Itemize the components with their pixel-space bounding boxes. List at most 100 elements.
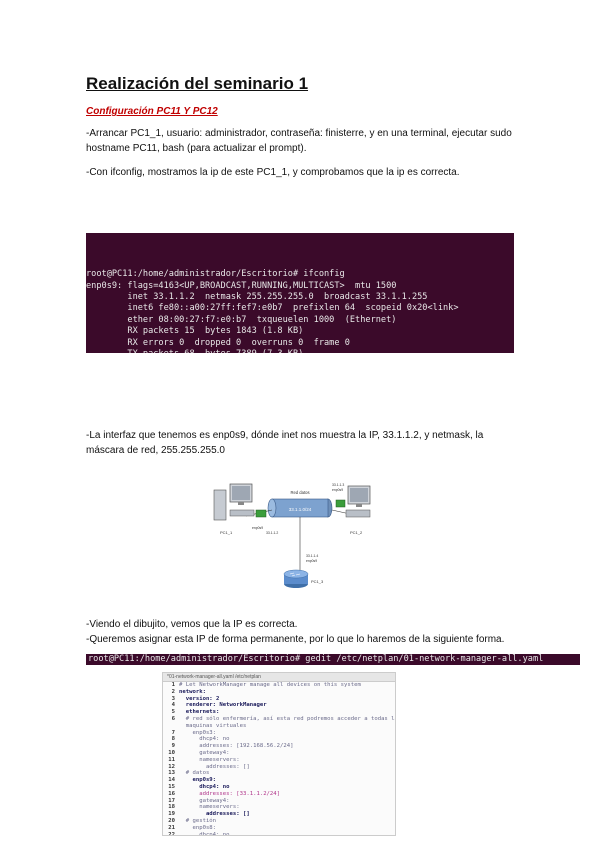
terminal-line: inet 33.1.1.2 netmask 255.255.255.0 broa… <box>86 292 428 303</box>
editor-line: 3 version: 2 <box>163 696 395 703</box>
editor-line: 14 enp0s9: <box>163 777 395 784</box>
terminal-output: root@PC11:/home/administrador/Escritorio… <box>86 269 514 353</box>
terminal-line: inet6 fe80::a00:27ff:fef7:e0b7 prefixlen… <box>86 303 459 314</box>
editor-line: 21 enp0s8: <box>163 825 395 832</box>
line-code: enp0s3: <box>179 729 217 736</box>
terminal-line: RX errors 0 dropped 0 overruns 0 frame 0 <box>86 337 350 348</box>
editor-line: 13 # datos <box>163 770 395 777</box>
line-number: 4 <box>171 702 175 709</box>
line-number: 1 <box>171 682 175 688</box>
editor-line: 19 addresses: [] <box>163 811 395 818</box>
line-number: 2 <box>171 688 175 695</box>
paragraph-interfaz: -La interfaz que tenemos es enp0s9, dónd… <box>86 430 484 456</box>
line-number: 3 <box>171 695 175 702</box>
line-code: addresses: [] <box>179 763 250 770</box>
line-code: addresses: [33.1.1.2/24] <box>179 790 281 797</box>
line-code: gateway4: <box>179 797 230 804</box>
line-code: # red sólo enfermería, así esta red podr… <box>179 715 396 722</box>
editor-line: maquinas virtuales <box>163 723 395 730</box>
line-number: 12 <box>168 763 175 770</box>
router-icon <box>283 569 309 588</box>
editor-line: 22 dhcp4: no <box>163 831 395 836</box>
line-number: 19 <box>168 811 175 818</box>
line-number: 6 <box>171 715 175 722</box>
line-number: 7 <box>171 729 175 736</box>
terminal-line: RX packets 15 bytes 1843 (1.8 KB) <box>86 326 304 337</box>
editor-line: 8 dhcp4: no <box>163 736 395 743</box>
terminal-line: ether 08:00:27:f7:e0:b7 txqueuelen 1000 … <box>86 314 397 325</box>
line-number: 21 <box>168 824 175 831</box>
pc3-ip-label: 33.1.1.4 <box>306 554 318 558</box>
line-number: 20 <box>168 817 175 824</box>
line-code: addresses: [192.168.56.2/24] <box>179 743 294 750</box>
network-address-label: 33.1.1.0/24 <box>289 507 312 512</box>
line-code: nameservers: <box>179 804 240 811</box>
editor-line: 1 # Let NetworkManager manage all devices… <box>163 682 395 689</box>
line-code: addresses: [] <box>179 811 250 818</box>
terminal-gedit-command: root@PC11:/home/administrador/Escritorio… <box>86 654 580 665</box>
editor-line: 7 enp0s3: <box>163 730 395 737</box>
network-diagram: 33.1.1.0/24 Red datos PC1_1 enp0s9 33.1.… <box>213 483 371 588</box>
editor-line: 17 gateway4: <box>163 798 395 805</box>
paragraph-asignar-ip: -Queremos asignar esta IP de forma perma… <box>86 634 505 645</box>
line-code: dhcp4: no <box>179 736 230 743</box>
editor-line: 16 addresses: [33.1.1.2/24] <box>163 791 395 798</box>
line-number: 17 <box>168 797 175 804</box>
editor-line: 20 # gestión <box>163 818 395 825</box>
editor-tab-header: *01-network-manager-all.yaml /etc/netpla… <box>163 673 395 682</box>
line-number: 16 <box>168 790 175 797</box>
line-code: nameservers: <box>179 756 240 763</box>
pc2-ip-label: 33.1.1.3 <box>332 483 344 487</box>
line-code: ethernets: <box>179 709 220 716</box>
paragraph-dibujito: -Viendo el dibujito, vemos que la IP es … <box>86 619 298 630</box>
line-code: version: 2 <box>179 695 220 702</box>
paragraph-arrancar: -Arrancar PC1_1, usuario: administrador,… <box>86 128 512 154</box>
line-code: # datos <box>179 770 210 777</box>
gedit-editor-screenshot: *01-network-manager-all.yaml /etc/netpla… <box>162 672 396 836</box>
pc1-ip-label: 33.1.1.2 <box>266 531 278 535</box>
editor-line: 10 gateway4: <box>163 750 395 757</box>
network-name-label: Red datos <box>290 490 309 495</box>
terminal-line: TX packets 68 bytes 7389 (7.3 KB) <box>86 349 514 353</box>
terminal-line: enp0s9: flags=4163<UP,BROADCAST,RUNNING,… <box>86 280 397 291</box>
network-segment: 33.1.1.0/24 <box>267 498 333 518</box>
pc2-interface-label: enp0s9 <box>332 488 343 492</box>
editor-line: 6 # red sólo enfermería, así esta red po… <box>163 716 395 723</box>
line-code: dhcp4: no <box>179 831 230 836</box>
line-number: 15 <box>168 783 175 790</box>
editor-line: 12 addresses: [] <box>163 764 395 771</box>
line-code: enp0s8: <box>179 824 217 831</box>
editor-line: 5 ethernets: <box>163 709 395 716</box>
line-code: maquinas virtuales <box>179 722 247 729</box>
line-number: 13 <box>168 770 175 777</box>
page-title: Realización del seminario 1 <box>86 74 309 93</box>
line-number: 14 <box>168 777 175 784</box>
line-code: dhcp4: no <box>179 783 230 790</box>
line-number: 9 <box>171 743 175 750</box>
line-code: enp0s9: <box>179 777 217 784</box>
pc1-computer-icon <box>213 483 267 521</box>
pc1-interface-label: enp0s9 <box>252 526 263 530</box>
editor-line: 18 nameservers: <box>163 804 395 811</box>
line-code: # Let NetworkManager manage all devices … <box>179 682 361 688</box>
line-number: 8 <box>171 736 175 743</box>
line-code: # gestión <box>179 817 217 824</box>
pc2-label: PC1_2 <box>350 530 363 535</box>
line-number: 10 <box>168 749 175 756</box>
editor-line: 4 renderer: NetworkManager <box>163 702 395 709</box>
editor-line: 9 addresses: [192.168.56.2/24] <box>163 743 395 750</box>
terminal-ifconfig-screenshot: root@PC11:/home/administrador/Escritorio… <box>86 233 514 353</box>
paragraph-ifconfig: -Con ifconfig, mostramos la ip de este P… <box>86 167 460 178</box>
line-number: 18 <box>168 804 175 811</box>
line-code: renderer: NetworkManager <box>179 702 267 709</box>
line-code: network: <box>179 688 206 695</box>
pc3-label: PC1_3 <box>311 579 324 584</box>
line-number: 5 <box>171 709 175 716</box>
section-subtitle: Configuración PC11 Y PC12 <box>86 106 218 117</box>
editor-line: 11 nameservers: <box>163 757 395 764</box>
editor-line: 2 network: <box>163 689 395 696</box>
pc1-label: PC1_1 <box>220 530 233 535</box>
line-number: 22 <box>168 831 175 836</box>
editor-line: 15 dhcp4: no <box>163 784 395 791</box>
line-code: gateway4: <box>179 749 230 756</box>
